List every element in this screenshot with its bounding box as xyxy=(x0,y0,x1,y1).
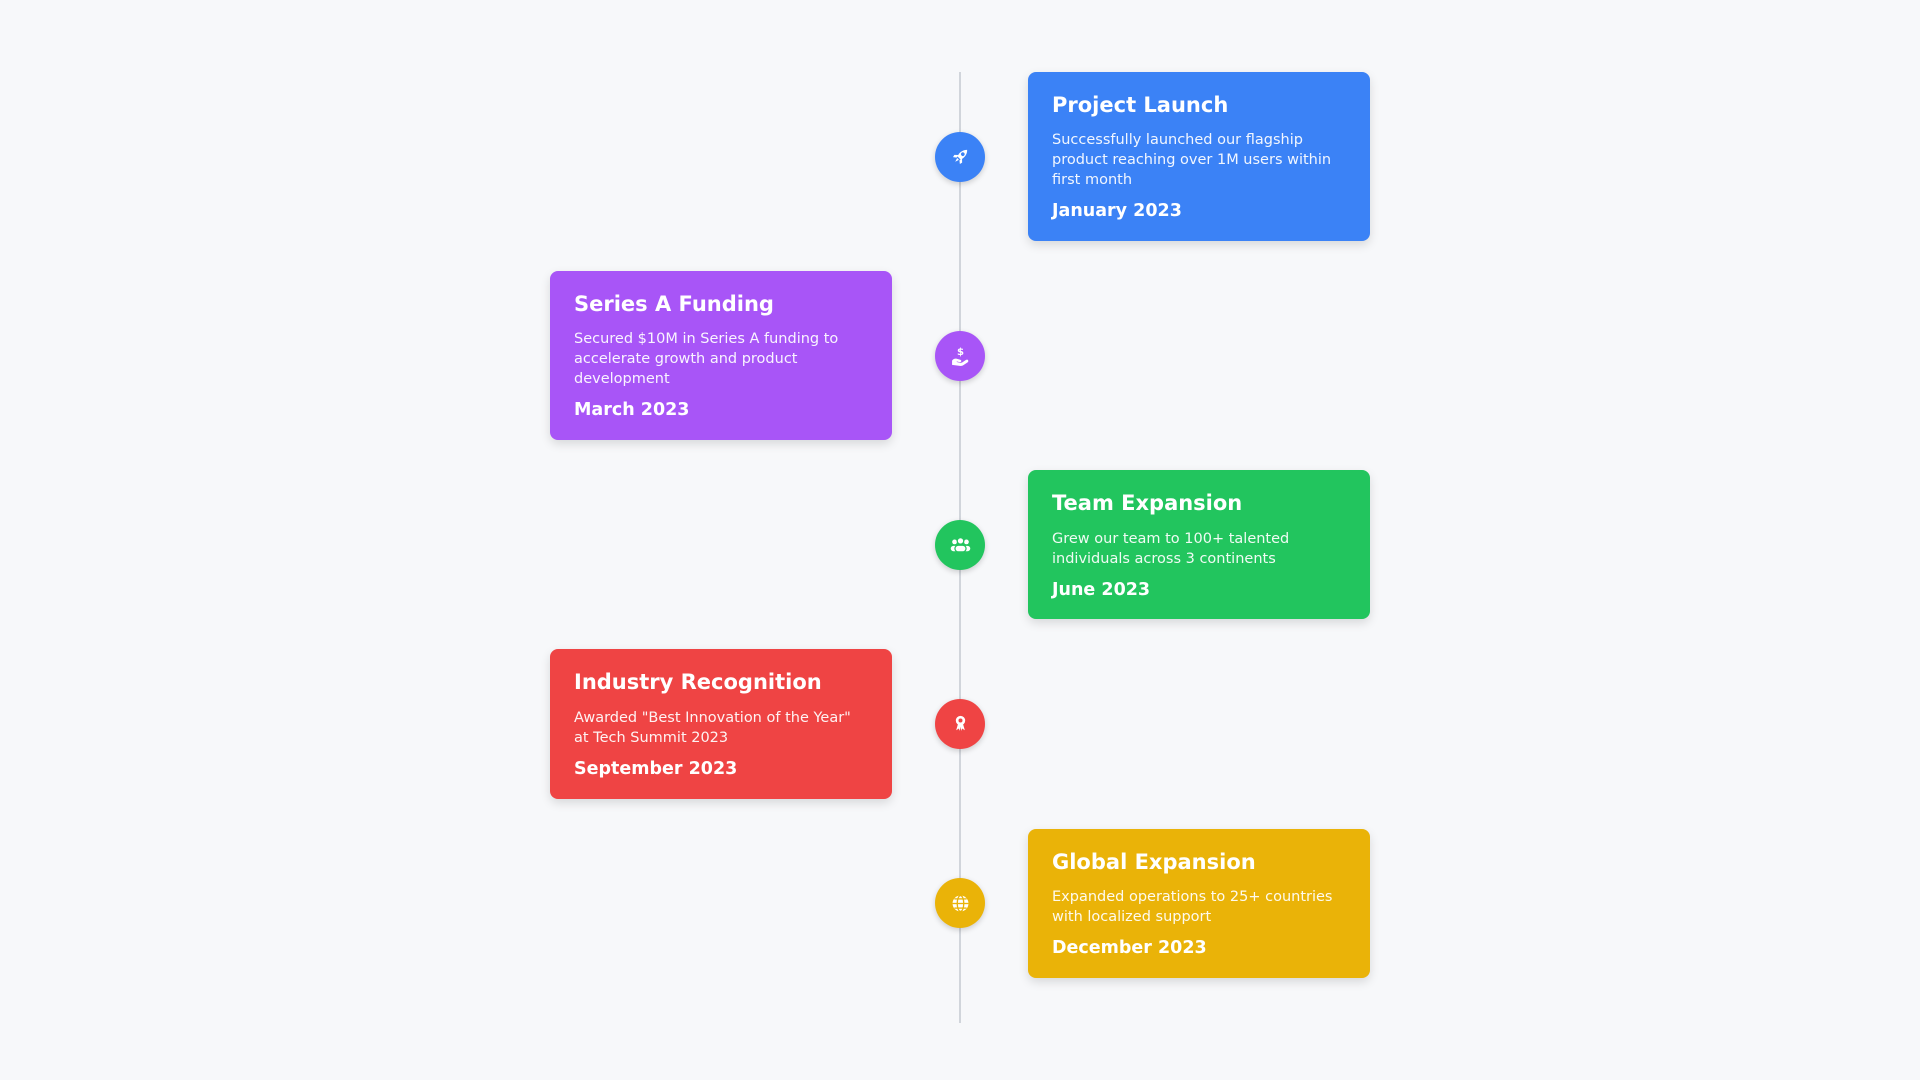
milestone-description: Expanded operations to 25+ countries wit… xyxy=(1052,888,1333,925)
milestone-card: Series A Funding Secured $10M in Series … xyxy=(550,271,892,441)
svg-text:$: $ xyxy=(957,347,964,358)
milestone-card: Global Expansion Expanded operations to … xyxy=(1028,828,1370,978)
timeline-item: Industry Recognition Awarded "Best Innov… xyxy=(550,649,1370,799)
timeline-node: $ xyxy=(935,330,985,381)
milestone-date: December 2023 xyxy=(1052,937,1207,958)
timeline-node xyxy=(935,519,985,570)
milestone-description: Successfully launched our flagship produ… xyxy=(1052,132,1332,189)
timeline-item: $ Series A Funding Secured $10M in Serie… xyxy=(550,271,1370,441)
timeline-item: Team Expansion Grew our team to 100+ tal… xyxy=(550,470,1370,620)
milestone-date: June 2023 xyxy=(1052,579,1151,600)
rocket-icon xyxy=(949,145,972,168)
award-icon xyxy=(949,712,972,735)
timeline-node xyxy=(935,878,985,929)
milestone-date: March 2023 xyxy=(574,400,690,421)
milestone-card: Team Expansion Grew our team to 100+ tal… xyxy=(1028,470,1370,620)
timeline-node xyxy=(935,131,985,182)
hand-holding-dollar-icon: $ xyxy=(949,344,972,367)
milestone-title: Global Expansion xyxy=(1052,849,1256,874)
milestone-card: Industry Recognition Awarded "Best Innov… xyxy=(550,649,892,799)
timeline-node xyxy=(935,698,985,749)
milestone-date: January 2023 xyxy=(1052,201,1182,222)
timeline-item: Project Launch Successfully launched our… xyxy=(550,72,1370,242)
milestone-description: Awarded "Best Innovation of the Year" at… xyxy=(574,709,851,746)
milestone-title: Series A Funding xyxy=(574,292,774,317)
timeline-item: Global Expansion Expanded operations to … xyxy=(550,828,1370,978)
milestone-title: Industry Recognition xyxy=(574,670,822,695)
users-icon xyxy=(949,533,972,556)
milestone-title: Team Expansion xyxy=(1052,491,1243,516)
milestone-card: Project Launch Successfully launched our… xyxy=(1028,72,1370,242)
milestone-title: Project Launch xyxy=(1052,93,1229,117)
milestone-description: Secured $10M in Series A funding to acce… xyxy=(574,331,839,388)
milestone-date: September 2023 xyxy=(574,758,738,779)
globe-icon xyxy=(949,892,972,915)
timeline: Project Launch Successfully launched our… xyxy=(550,0,1370,1023)
milestone-description: Grew our team to 100+ talented individua… xyxy=(1052,530,1290,567)
